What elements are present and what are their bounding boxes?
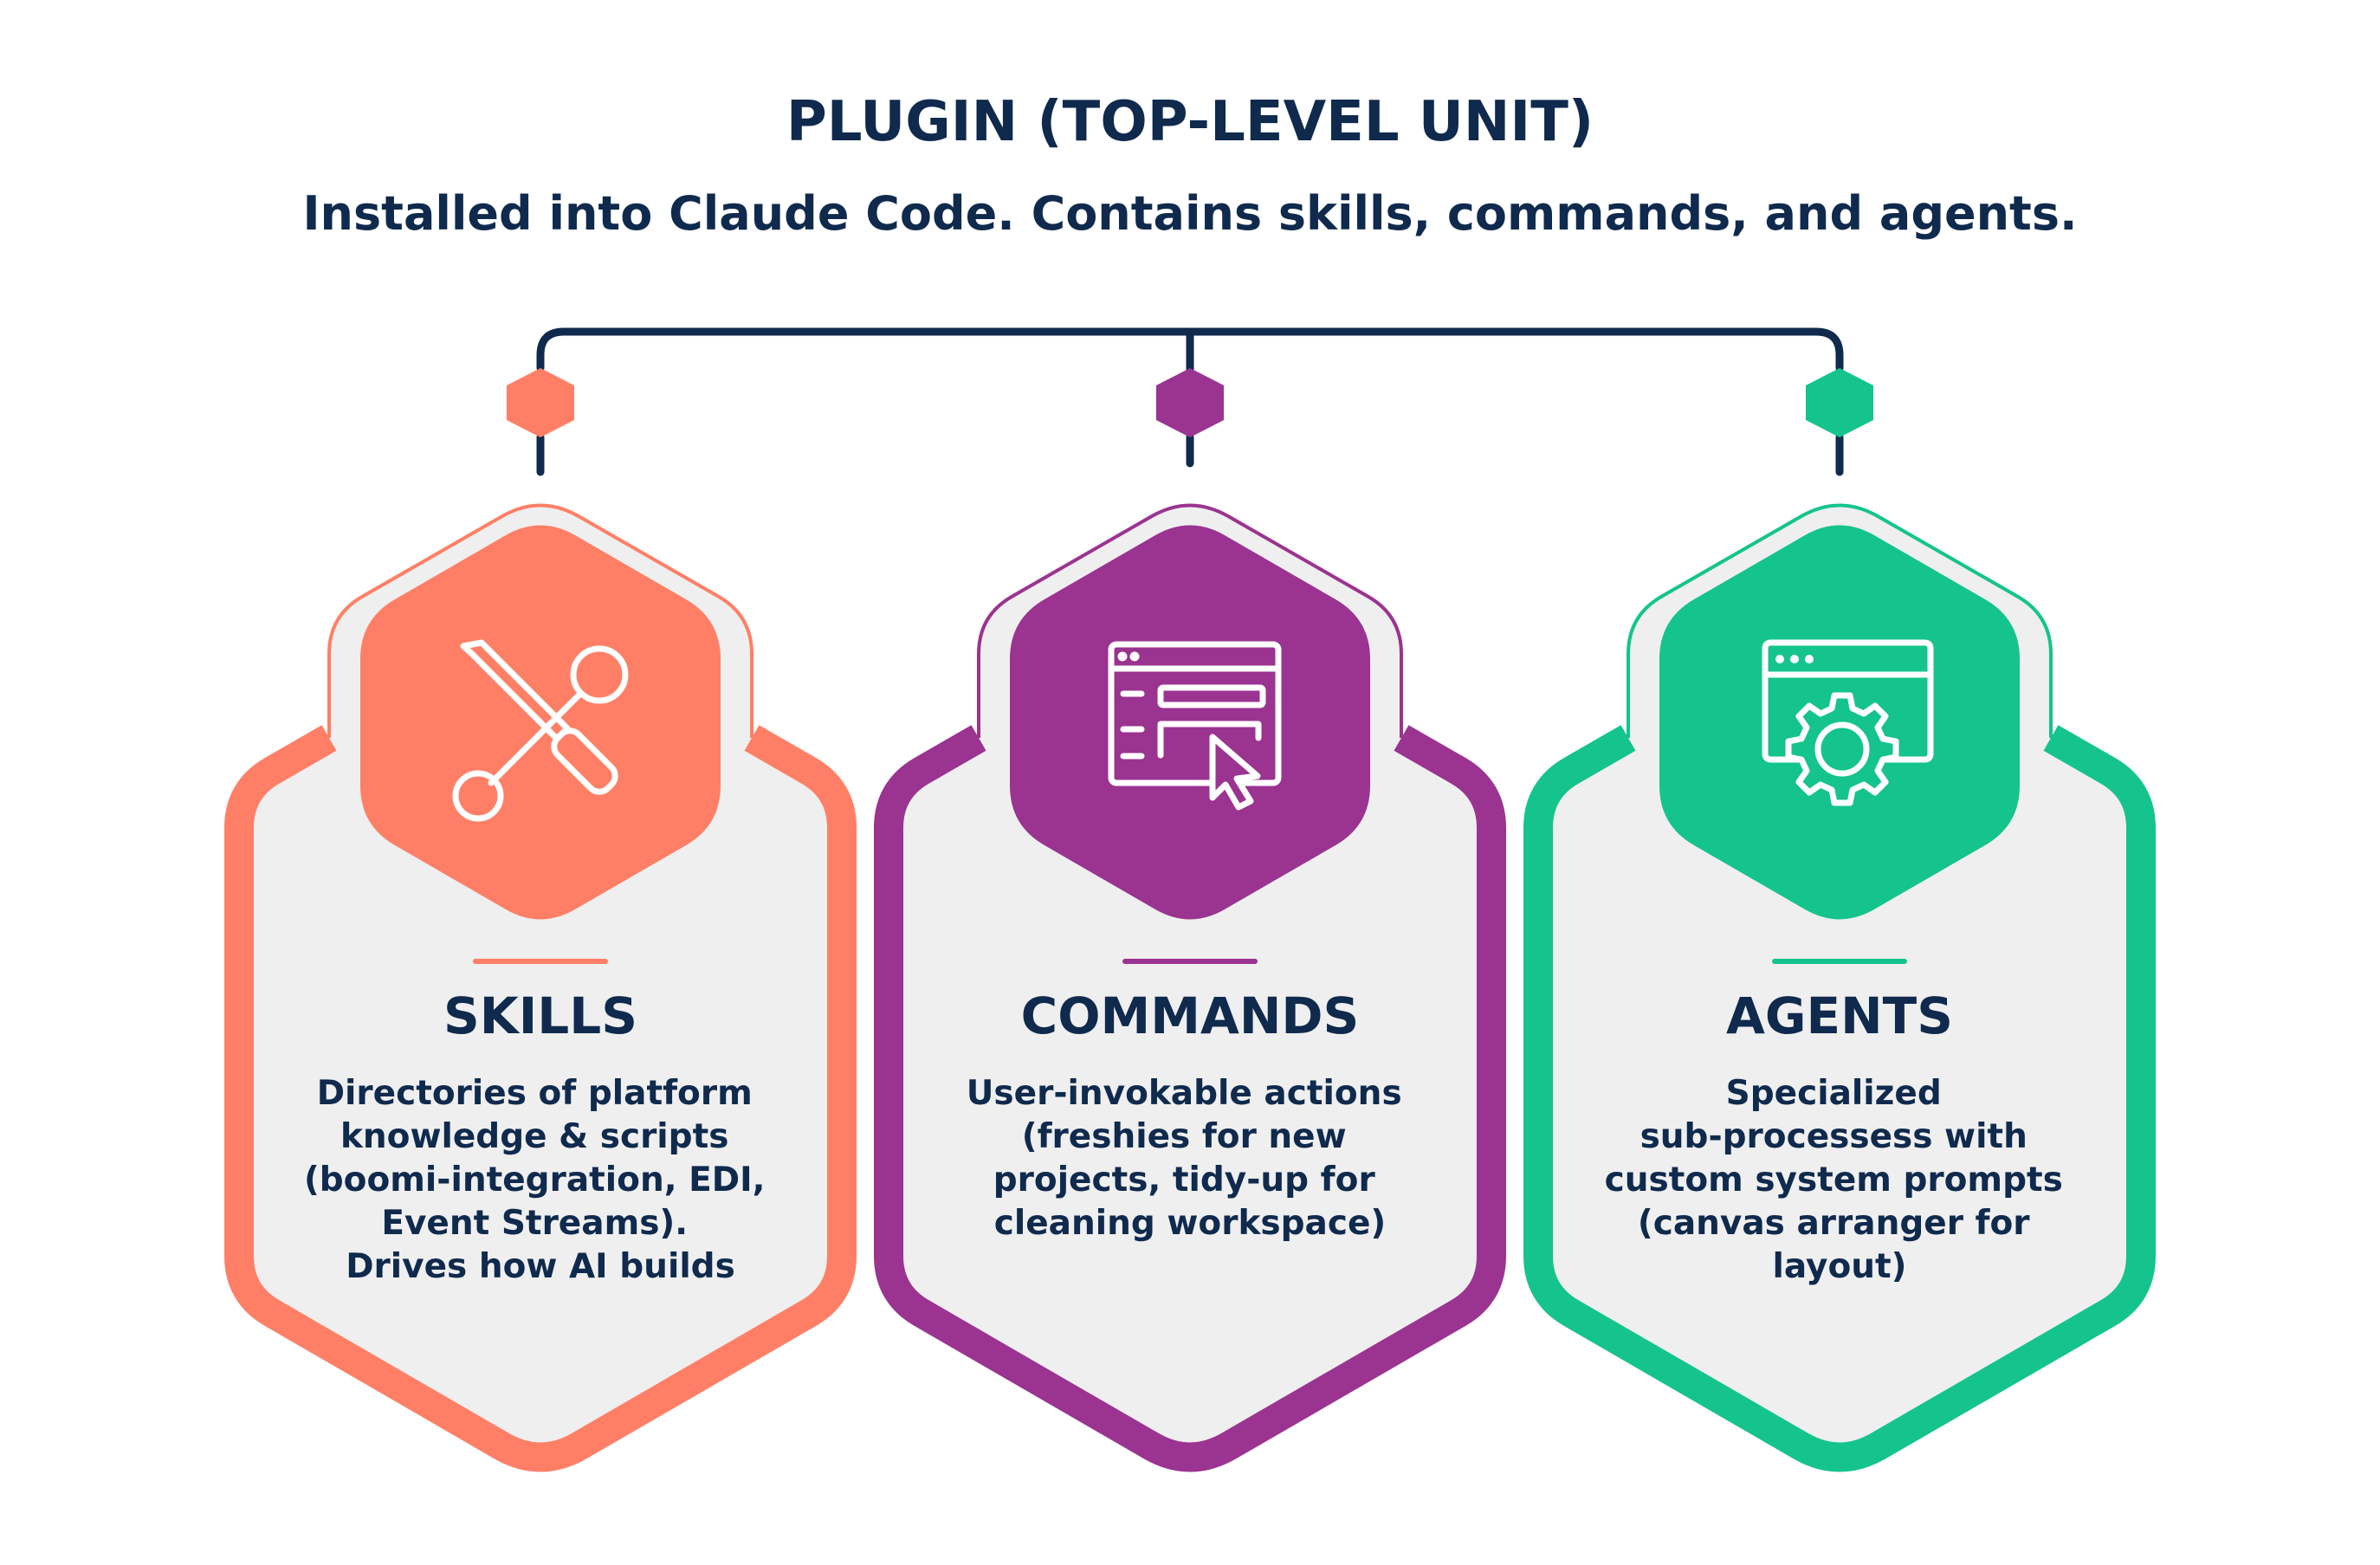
page-subtitle: Installed into Claude Code. Contains ski… xyxy=(302,186,2077,241)
browser-cursor-icon xyxy=(1108,641,1282,811)
card-skills: SKILLS Directories of platform knowledge… xyxy=(224,503,857,1472)
agents-desc-line: custom system prompts xyxy=(1605,1161,2063,1200)
commands-description: User-invokable actions (freshies for new… xyxy=(967,1074,1413,1243)
connector-bracket xyxy=(536,327,1844,476)
skills-desc-line: (boomi-integration, EDI, xyxy=(304,1161,766,1200)
agents-desc-line: sub-processess with xyxy=(1640,1117,2028,1156)
commands-node-hexagon xyxy=(1156,368,1224,437)
skills-description: Directories of platform knowledge & scri… xyxy=(304,1074,777,1286)
agents-desc-line: layout) xyxy=(1773,1247,1907,1286)
skills-card-outer-border xyxy=(224,725,857,1472)
commands-card-outer-border xyxy=(874,725,1506,1472)
page-title: PLUGIN (TOP-LEVEL UNIT) xyxy=(786,90,1594,154)
browser-gear-icon xyxy=(1762,639,1934,806)
agents-desc-line: Specialized xyxy=(1726,1074,1942,1113)
commands-desc-line: User-invokable actions xyxy=(967,1074,1402,1113)
commands-desc-line: cleaning workspace) xyxy=(994,1204,1386,1243)
card-commands: COMMANDS User-invokable actions (freshie… xyxy=(874,503,1506,1472)
commands-desc-line: projects, tidy-up for xyxy=(993,1161,1376,1200)
card-agents: AGENTS Specialized sub-processess with c… xyxy=(1523,503,2156,1472)
agents-card-outer-border xyxy=(1523,725,2156,1472)
skills-desc-line: knowledge & scripts xyxy=(340,1117,729,1156)
commands-desc-line: (freshies for new xyxy=(1022,1117,1347,1156)
agents-node-hexagon xyxy=(1806,368,1873,437)
skills-card-top-border xyxy=(327,503,753,738)
agents-description: Specialized sub-processess with custom s… xyxy=(1605,1074,2075,1286)
skills-desc-line: Directories of platform xyxy=(317,1074,753,1113)
commands-title: COMMANDS xyxy=(1021,986,1360,1045)
commands-card-top-border xyxy=(977,503,1403,738)
agents-card-top-border xyxy=(1627,503,2053,738)
skills-desc-line: Drives how AI builds xyxy=(346,1247,735,1286)
agents-title: AGENTS xyxy=(1726,986,1953,1045)
tools-icon xyxy=(452,639,629,822)
agents-desc-line: (canvas arranger for xyxy=(1638,1204,2030,1243)
skills-title: SKILLS xyxy=(443,986,637,1045)
skills-node-hexagon xyxy=(507,368,574,437)
skills-desc-line: Event Streams). xyxy=(381,1204,688,1243)
